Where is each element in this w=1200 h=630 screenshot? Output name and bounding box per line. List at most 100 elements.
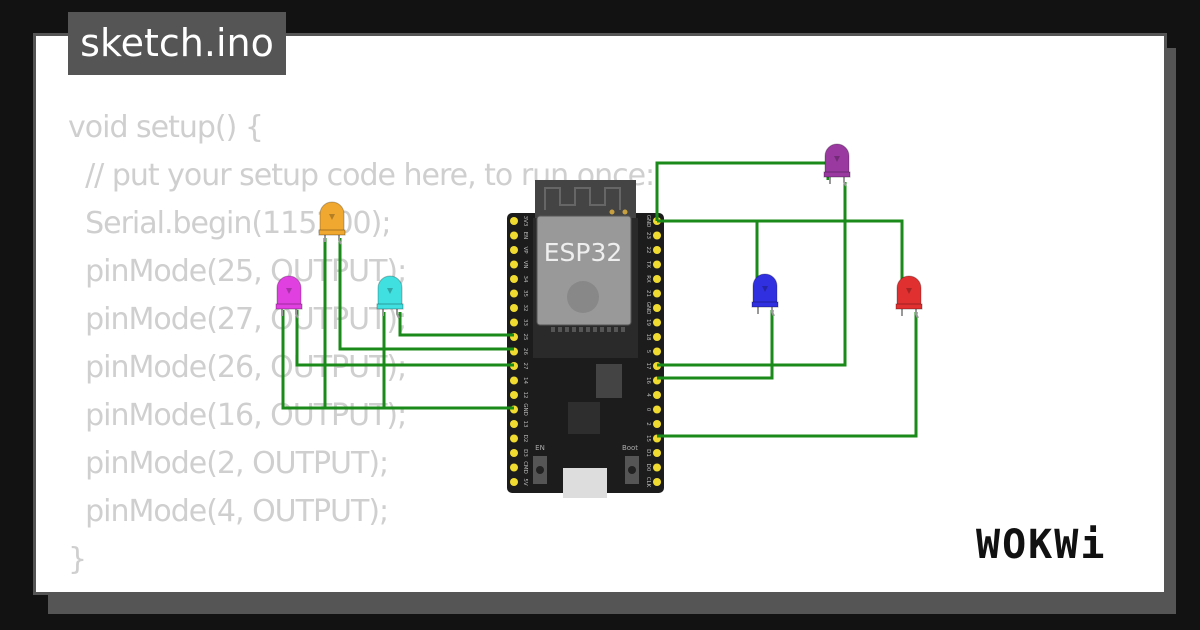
pin-label: D2 [522,435,528,443]
pin-D2[interactable] [510,434,518,443]
esp32-module [536,215,632,326]
pin-CLK[interactable] [653,478,661,486]
wokwi-logo: WOKWi [976,522,1107,568]
pin-label: 19 [645,319,651,326]
code-line: pinMode(4, OUTPUT); [68,494,389,529]
code-line: } [68,542,87,577]
pin-label: D1 [645,449,651,457]
usb-port [563,468,607,498]
led-magenta[interactable] [275,275,303,319]
pin-12[interactable] [510,391,518,399]
pin-label: 34 [522,276,528,283]
pin-label: 25 [522,334,528,341]
pin-label: VP [522,246,528,254]
pin-label: 35 [522,290,528,297]
pin-18[interactable] [653,333,661,341]
board-label: ESP32 [544,238,623,267]
code-line: pinMode(2, OUTPUT); [68,446,389,481]
wire[interactable] [655,161,830,221]
pin-label: 16 [645,377,651,384]
pin-label: 27 [522,363,528,370]
pin-14[interactable] [510,376,518,385]
pin-label: 12 [522,392,528,399]
pin-0[interactable] [653,405,661,414]
wire[interactable] [398,312,514,337]
boot-label: Boot [622,444,638,452]
wire[interactable] [657,182,847,367]
pin-D1[interactable] [653,449,661,457]
pin-23[interactable] [653,231,661,240]
pin-33[interactable] [510,318,518,327]
pin-label: 5V [522,478,528,485]
pin-label: 14 [522,377,528,384]
wire[interactable] [338,238,514,351]
pin-label: 21 [645,290,651,297]
pin-EN[interactable] [510,231,518,240]
led-blue[interactable] [751,273,779,317]
pin-13[interactable] [510,420,518,428]
pin-label: GND [645,215,651,228]
pin-label: CMD [522,461,528,474]
pin-label: D0 [645,464,651,472]
pin-19[interactable] [653,318,661,327]
pin-VN[interactable] [510,260,518,269]
pin-label: 32 [522,305,528,312]
pin-3V3[interactable] [510,217,518,225]
pin-label: 5 [645,350,651,354]
espressif-logo-icon [567,281,599,313]
pin-label: 3V3 [522,216,528,227]
led-purple[interactable] [823,143,851,187]
pin-label: 0 [645,408,651,412]
wire[interactable] [657,312,918,438]
code-line: pinMode(16, OUTPUT); [68,398,407,433]
en-label: EN [535,444,545,452]
pin-label: 4 [645,393,651,397]
code-line: // put your setup code here, to run once… [68,158,655,193]
pin-label: 33 [522,319,528,326]
wire[interactable] [295,310,514,367]
pin-RX[interactable] [653,275,661,283]
file-tab[interactable]: sketch.ino [68,12,286,75]
led-orange[interactable] [318,201,346,245]
pin-label: VN [522,261,528,269]
usb-chip [568,402,600,434]
pin-35[interactable] [510,289,518,298]
wire[interactable] [657,219,759,290]
code-line: void setup() { [68,110,264,145]
pin-5V[interactable] [510,478,518,486]
pin-label: 26 [522,348,528,355]
pin-VP[interactable] [510,246,518,254]
pin-GND[interactable] [653,304,661,312]
pin-label: EN [522,232,528,240]
wire[interactable] [657,310,774,380]
pin-4[interactable] [653,391,661,399]
pin-CMD[interactable] [510,463,518,472]
pin-D3[interactable] [510,449,518,457]
pin-TX[interactable] [653,260,661,269]
pin-2[interactable] [653,420,661,428]
pin-label: D3 [522,449,528,457]
pin-32[interactable] [510,304,518,312]
wire[interactable] [281,310,514,410]
pin-label: 15 [645,435,651,442]
pin-label: GND [645,302,651,315]
pin-21[interactable] [653,289,661,298]
pin-22[interactable] [653,246,661,254]
wire[interactable] [657,219,904,290]
pin-label: 2 [645,422,651,426]
pin-label: 18 [645,334,651,341]
led-cyan[interactable] [376,275,404,319]
pin-D0[interactable] [653,463,661,472]
pin-5[interactable] [653,347,661,356]
pin-label: TX [645,260,651,268]
pin-label: 23 [645,232,651,239]
pin-label: 17 [645,363,651,370]
pin-label: 13 [522,421,528,428]
led-red[interactable] [895,275,923,319]
pin-label: RX [645,275,651,283]
pin-label: CLK [645,477,651,488]
pin-34[interactable] [510,275,518,283]
pin-label: GND [522,403,528,416]
